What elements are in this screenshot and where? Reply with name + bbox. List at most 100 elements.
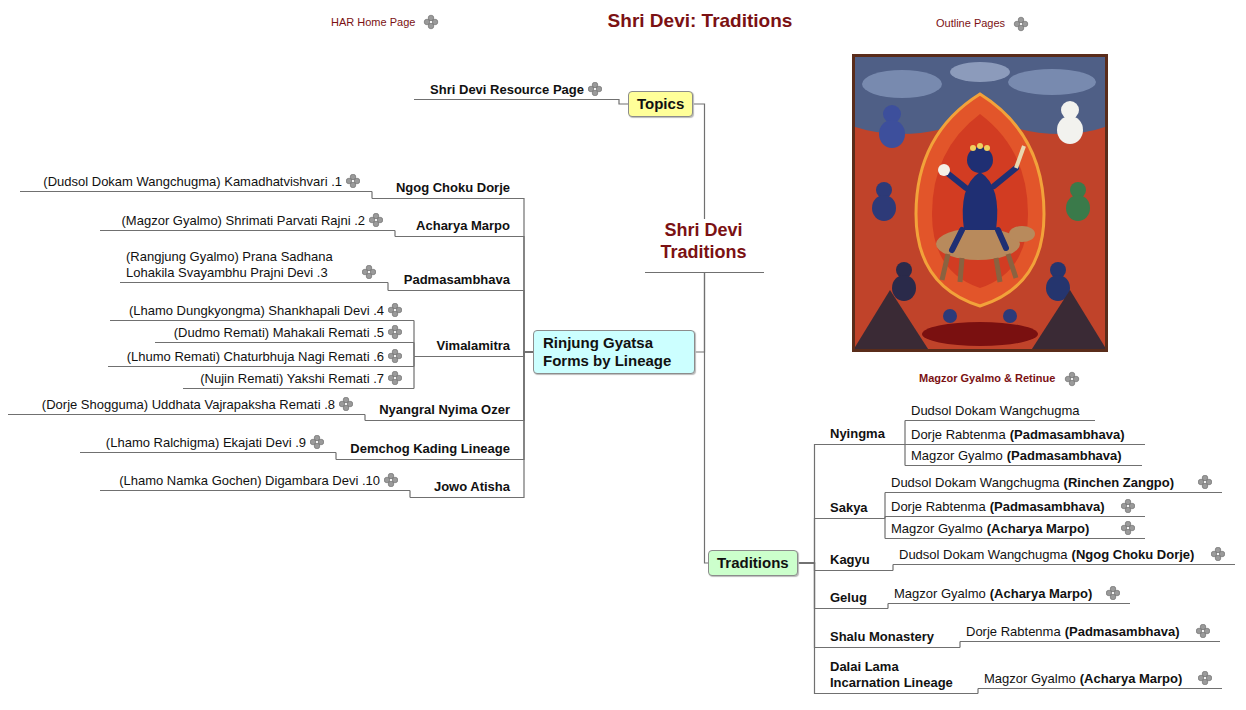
connector (798, 563, 823, 609)
tradition-label: Kagyu (822, 552, 893, 571)
connector (705, 273, 709, 564)
connector (892, 565, 893, 571)
node-text: Gelug (830, 590, 867, 605)
node-text: Dorje Rabtenma (891, 499, 986, 514)
link-icon (1014, 17, 1028, 31)
node-text: Shri Devi Traditions (660, 220, 746, 262)
lineage-label: Nyangral Nyima Ozer (365, 402, 517, 421)
connector (798, 519, 823, 564)
node-text: Jowo Atisha (434, 479, 510, 494)
tradition-entry: Magzor Gyalmo(Acharya Marpo) (978, 671, 1222, 689)
page-title: Shri Devi: Traditions (450, 10, 950, 32)
deity-form: (Dudsol Dokam Wangchugma) Kamadhatvishva… (20, 174, 372, 192)
connector (798, 563, 823, 571)
link-icon (388, 371, 402, 385)
connector (517, 352, 533, 357)
connector (693, 104, 705, 219)
connector (614, 100, 628, 105)
connector (798, 563, 823, 648)
lineage-source: (Rinchen Zangpo) (1064, 475, 1175, 490)
tradition-label: Nyingma (822, 426, 905, 445)
node-text: (Lhamo Namka Gochen) Digambara Devi .10 (119, 473, 380, 488)
resource-link: Shri Devi Resource Page (414, 82, 614, 100)
link-icon (1121, 499, 1135, 513)
connector (517, 352, 533, 421)
tradition-label: Gelug (822, 590, 888, 609)
image-caption: Magzor Gyalmo & Retinue (919, 372, 1055, 384)
deity-form: (Nujin Remati) Yakshi Remati .7 (183, 371, 414, 389)
link-icon (384, 473, 398, 487)
deity-form: (Rangjung Gyalmo) Prana Sadhana Lohakila… (120, 249, 388, 283)
deity-form: (Lhamo Ralchigma) Ekajati Devi .9 (80, 435, 336, 453)
link-icon (362, 265, 376, 279)
connector (977, 689, 978, 694)
node-text: Dudsol Dokam Wangchugma (891, 475, 1060, 490)
link-icon (339, 397, 353, 411)
link-icon (1106, 586, 1120, 600)
node-text: (Dorje Shogguma) Uddhata Vajrapaksha Rem… (42, 397, 335, 412)
node-text: Dorje Rabtenma (911, 427, 1006, 442)
connector (517, 237, 533, 353)
deity-form: (Dudmo Remati) Mahakali Remati .5 (155, 325, 414, 343)
link-icon (1065, 372, 1079, 386)
tradition-label: Shalu Monastery (822, 629, 960, 648)
link-icon (1196, 624, 1210, 638)
lineage-source: (Padmasambhava) (990, 499, 1105, 514)
node-text: (Nujin Remati) Yakshi Remati .7 (200, 371, 384, 386)
connector (413, 357, 414, 389)
link-icon (388, 325, 402, 339)
tradition-label: Dalai Lama Incarnation Lineage (822, 659, 978, 694)
node-text: Nyangral Nyima Ozer (379, 402, 510, 417)
node-text: Sakya (830, 500, 868, 515)
node-text: Magzor Gyalmo (984, 671, 1076, 686)
lineage-source: (Padmasambhava) (1065, 624, 1180, 639)
branch-box: Rinjung Gyatsa Forms by Lineage (533, 330, 695, 374)
nav-link: HAR Home Page (331, 16, 415, 28)
connector (798, 445, 823, 564)
link-icon (588, 82, 602, 96)
node-text: Shri Devi Resource Page (430, 82, 584, 97)
node-text: Topics (637, 95, 684, 112)
branch-box: Topics (628, 91, 693, 117)
node-text: Acharya Marpo (416, 218, 510, 233)
node-text: (Lhamo Ralchigma) Ekajati Devi .9 (106, 435, 306, 450)
link-icon (424, 15, 438, 29)
link-icon (1198, 475, 1212, 489)
node-text: (Rangjung Gyalmo) Prana Sadhana Lohakila… (126, 249, 333, 280)
connector (798, 563, 823, 694)
central-topic: Shri Devi Traditions (645, 219, 764, 273)
connector (517, 352, 533, 460)
node-text: (Dudsol Dokam Wangchugma) Kamadhatvishva… (43, 174, 342, 189)
tradition-entry: Dudsol Dokam Wangchugma (905, 403, 1095, 421)
node-text: Padmasambhava (404, 272, 510, 287)
lineage-source: (Padmasambhava) (1007, 448, 1122, 463)
node-text: Magzor Gyalmo (894, 586, 986, 601)
lineage-label: Vimalamitra (414, 338, 517, 357)
lineage-label: Padmasambhava (388, 272, 517, 291)
connector (517, 291, 533, 353)
tradition-entry: Dudsol Dokam Wangchugma(Ngog Choku Dorje… (893, 547, 1235, 565)
node-text: Kagyu (830, 552, 870, 567)
node-text: Traditions (717, 554, 789, 571)
link-icon (1121, 521, 1135, 535)
node-text: (Dudmo Remati) Mahakali Remati .5 (174, 325, 384, 340)
node-text: Dorje Rabtenma (966, 624, 1061, 639)
node-text: Magzor Gyalmo (911, 448, 1003, 463)
connector (695, 273, 705, 353)
branch-box: Traditions (708, 550, 798, 576)
node-text: Dalai Lama Incarnation Lineage (830, 659, 953, 690)
node-text: Shalu Monastery (830, 629, 934, 644)
lineage-label: Acharya Marpo (395, 218, 517, 237)
link-icon (388, 303, 402, 317)
node-text: (Magzor Gyalmo) Shrimati Parvati Rajni .… (122, 213, 365, 228)
deity-form: (Lhamo Namka Gochen) Digambara Devi .10 (100, 473, 410, 491)
tradition-label: Sakya (822, 500, 885, 519)
tradition-entry: Magzor Gyalmo(Acharya Marpo) (885, 521, 1145, 539)
node-text: Nyingma (830, 426, 885, 441)
node-text: Dudsol Dokam Wangchugma (911, 403, 1080, 418)
node-text: Rinjung Gyatsa Forms by Lineage (543, 334, 671, 369)
lineage-source: (Padmasambhava) (1010, 427, 1125, 442)
link-icon (346, 174, 360, 188)
connector (517, 199, 533, 353)
lineage-label: Demchog Kading Lineage (336, 441, 517, 460)
